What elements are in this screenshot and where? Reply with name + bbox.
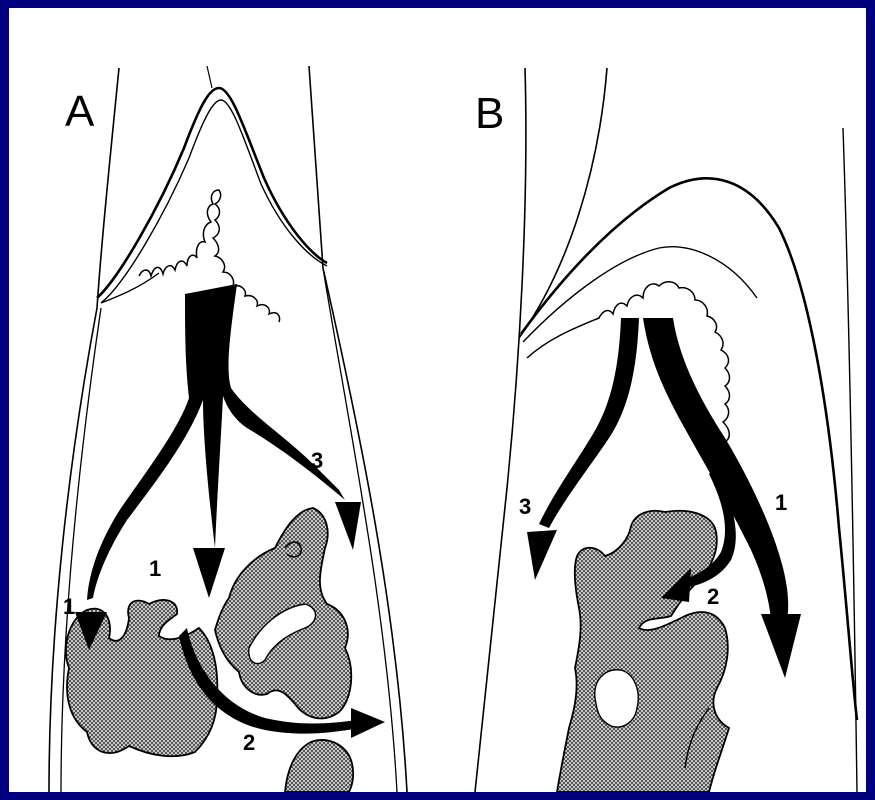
panel-b-arrowhead-3: [527, 530, 557, 580]
panel-b-arrowhead-1: [761, 614, 801, 678]
panel-a-cap-inner: [101, 100, 327, 303]
panel-b-left-inner-line: [519, 68, 607, 338]
panel-b-vessel-left: [539, 318, 639, 528]
diagram-canvas: A 1 1 2 3 B 3 1 2: [9, 8, 866, 792]
panel-b-arrow-label-left: 3: [519, 494, 531, 519]
panel-a-arrowhead-center: [193, 548, 225, 598]
diagram-svg: A 1 1 2 3 B 3 1 2: [9, 8, 866, 792]
panel-b-arrow-label-middle: 2: [707, 584, 719, 609]
panel-a-bone-bottom: [285, 740, 353, 792]
panel-b-cap-inner: [523, 247, 757, 342]
panel-b-label: B: [475, 89, 504, 138]
panel-a-label: A: [65, 87, 95, 136]
panel-a-arrowhead-right: [335, 502, 361, 550]
panel-a-arrow-label-center: 1: [149, 556, 161, 581]
panel-b-left-line: [475, 68, 526, 792]
panel-a-arrow-label-right: 3: [311, 448, 323, 473]
panel-a-arrow-label-bottom: 2: [243, 730, 255, 755]
panel-b-bone-hole: [595, 670, 638, 727]
panel-a-cap-base: [101, 273, 159, 303]
panel-b-arrow-label-right: 1: [775, 490, 787, 515]
panel-a-arrow-label-left: 1: [63, 594, 75, 619]
panel-b-diagram: B 3 1 2: [475, 68, 857, 792]
panel-a-center-line: [207, 66, 212, 88]
panel-a-diagram: A 1 1 2 3: [49, 66, 407, 792]
panel-a-arrowhead-2: [351, 708, 385, 738]
panel-b-bone: [557, 511, 729, 792]
